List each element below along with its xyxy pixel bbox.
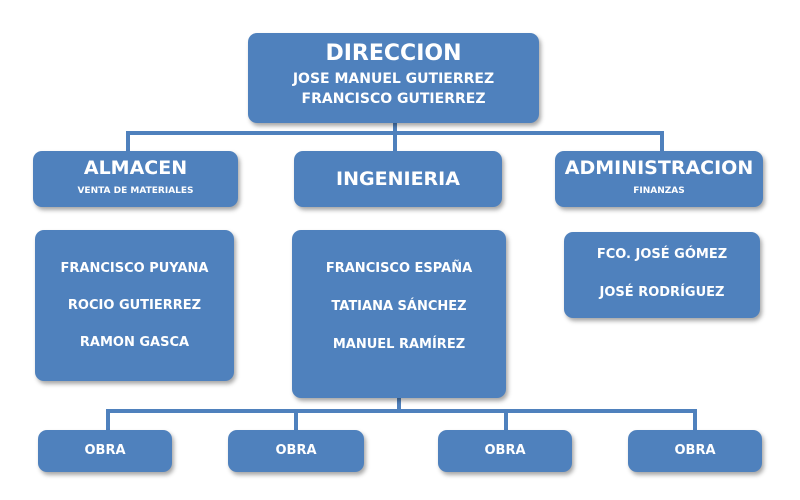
almacen-member: RAMON GASCA [79, 335, 190, 350]
almacen-members-box: FRANCISCO PUYANA ROCIO GUTIERREZ RAMON G… [35, 230, 234, 381]
ingenieria-member: FRANCISCO ESPAÑA [325, 261, 473, 276]
connector-direccion-down [393, 123, 397, 133]
direccion-member: JOSE MANUEL GUTIERREZ [292, 71, 495, 87]
obra-box-2: OBRA [228, 430, 364, 472]
almacen-title: ALMACEN [83, 157, 188, 179]
direccion-title: DIRECCION [325, 41, 462, 66]
direccion-member: FRANCISCO GUTIERREZ [301, 91, 486, 107]
ingenieria-member: MANUEL RAMÍREZ [332, 337, 466, 352]
administracion-title: ADMINISTRACION [564, 157, 754, 179]
connector-to-ingenieria [393, 131, 397, 151]
administracion-box: ADMINISTRACION FINANZAS [555, 151, 763, 207]
ingenieria-member: TATIANA SÁNCHEZ [331, 299, 467, 314]
almacen-member: FRANCISCO PUYANA [60, 261, 209, 276]
administracion-member: JOSÉ RODRÍGUEZ [599, 285, 725, 300]
connector-to-obra-4 [693, 409, 697, 430]
almacen-subtitle: VENTA DE MATERIALES [77, 186, 194, 196]
connector-to-obra-1 [106, 409, 110, 430]
administracion-members-box: FCO. JOSÉ GÓMEZ JOSÉ RODRÍGUEZ [564, 232, 760, 318]
connector-ingenieria-down [397, 398, 401, 411]
almacen-member: ROCIO GUTIERREZ [67, 298, 202, 313]
connector-to-administracion [660, 131, 664, 151]
ingenieria-box: INGENIERIA [294, 151, 502, 207]
administracion-subtitle: FINANZAS [633, 186, 685, 196]
obra-box-3: OBRA [438, 430, 572, 472]
ingenieria-members-box: FRANCISCO ESPAÑA TATIANA SÁNCHEZ MANUEL … [292, 230, 506, 398]
obra-box-4: OBRA [628, 430, 762, 472]
connector-to-almacen [126, 131, 130, 151]
almacen-box: ALMACEN VENTA DE MATERIALES [33, 151, 238, 207]
obra-box-1: OBRA [38, 430, 172, 472]
ingenieria-title: INGENIERIA [336, 168, 460, 190]
connector-bottom-horizontal [106, 409, 697, 413]
connector-to-obra-3 [504, 409, 508, 430]
direccion-box: DIRECCION JOSE MANUEL GUTIERREZ FRANCISC… [248, 33, 539, 123]
administracion-member: FCO. JOSÉ GÓMEZ [596, 247, 728, 262]
connector-to-obra-2 [294, 409, 298, 430]
